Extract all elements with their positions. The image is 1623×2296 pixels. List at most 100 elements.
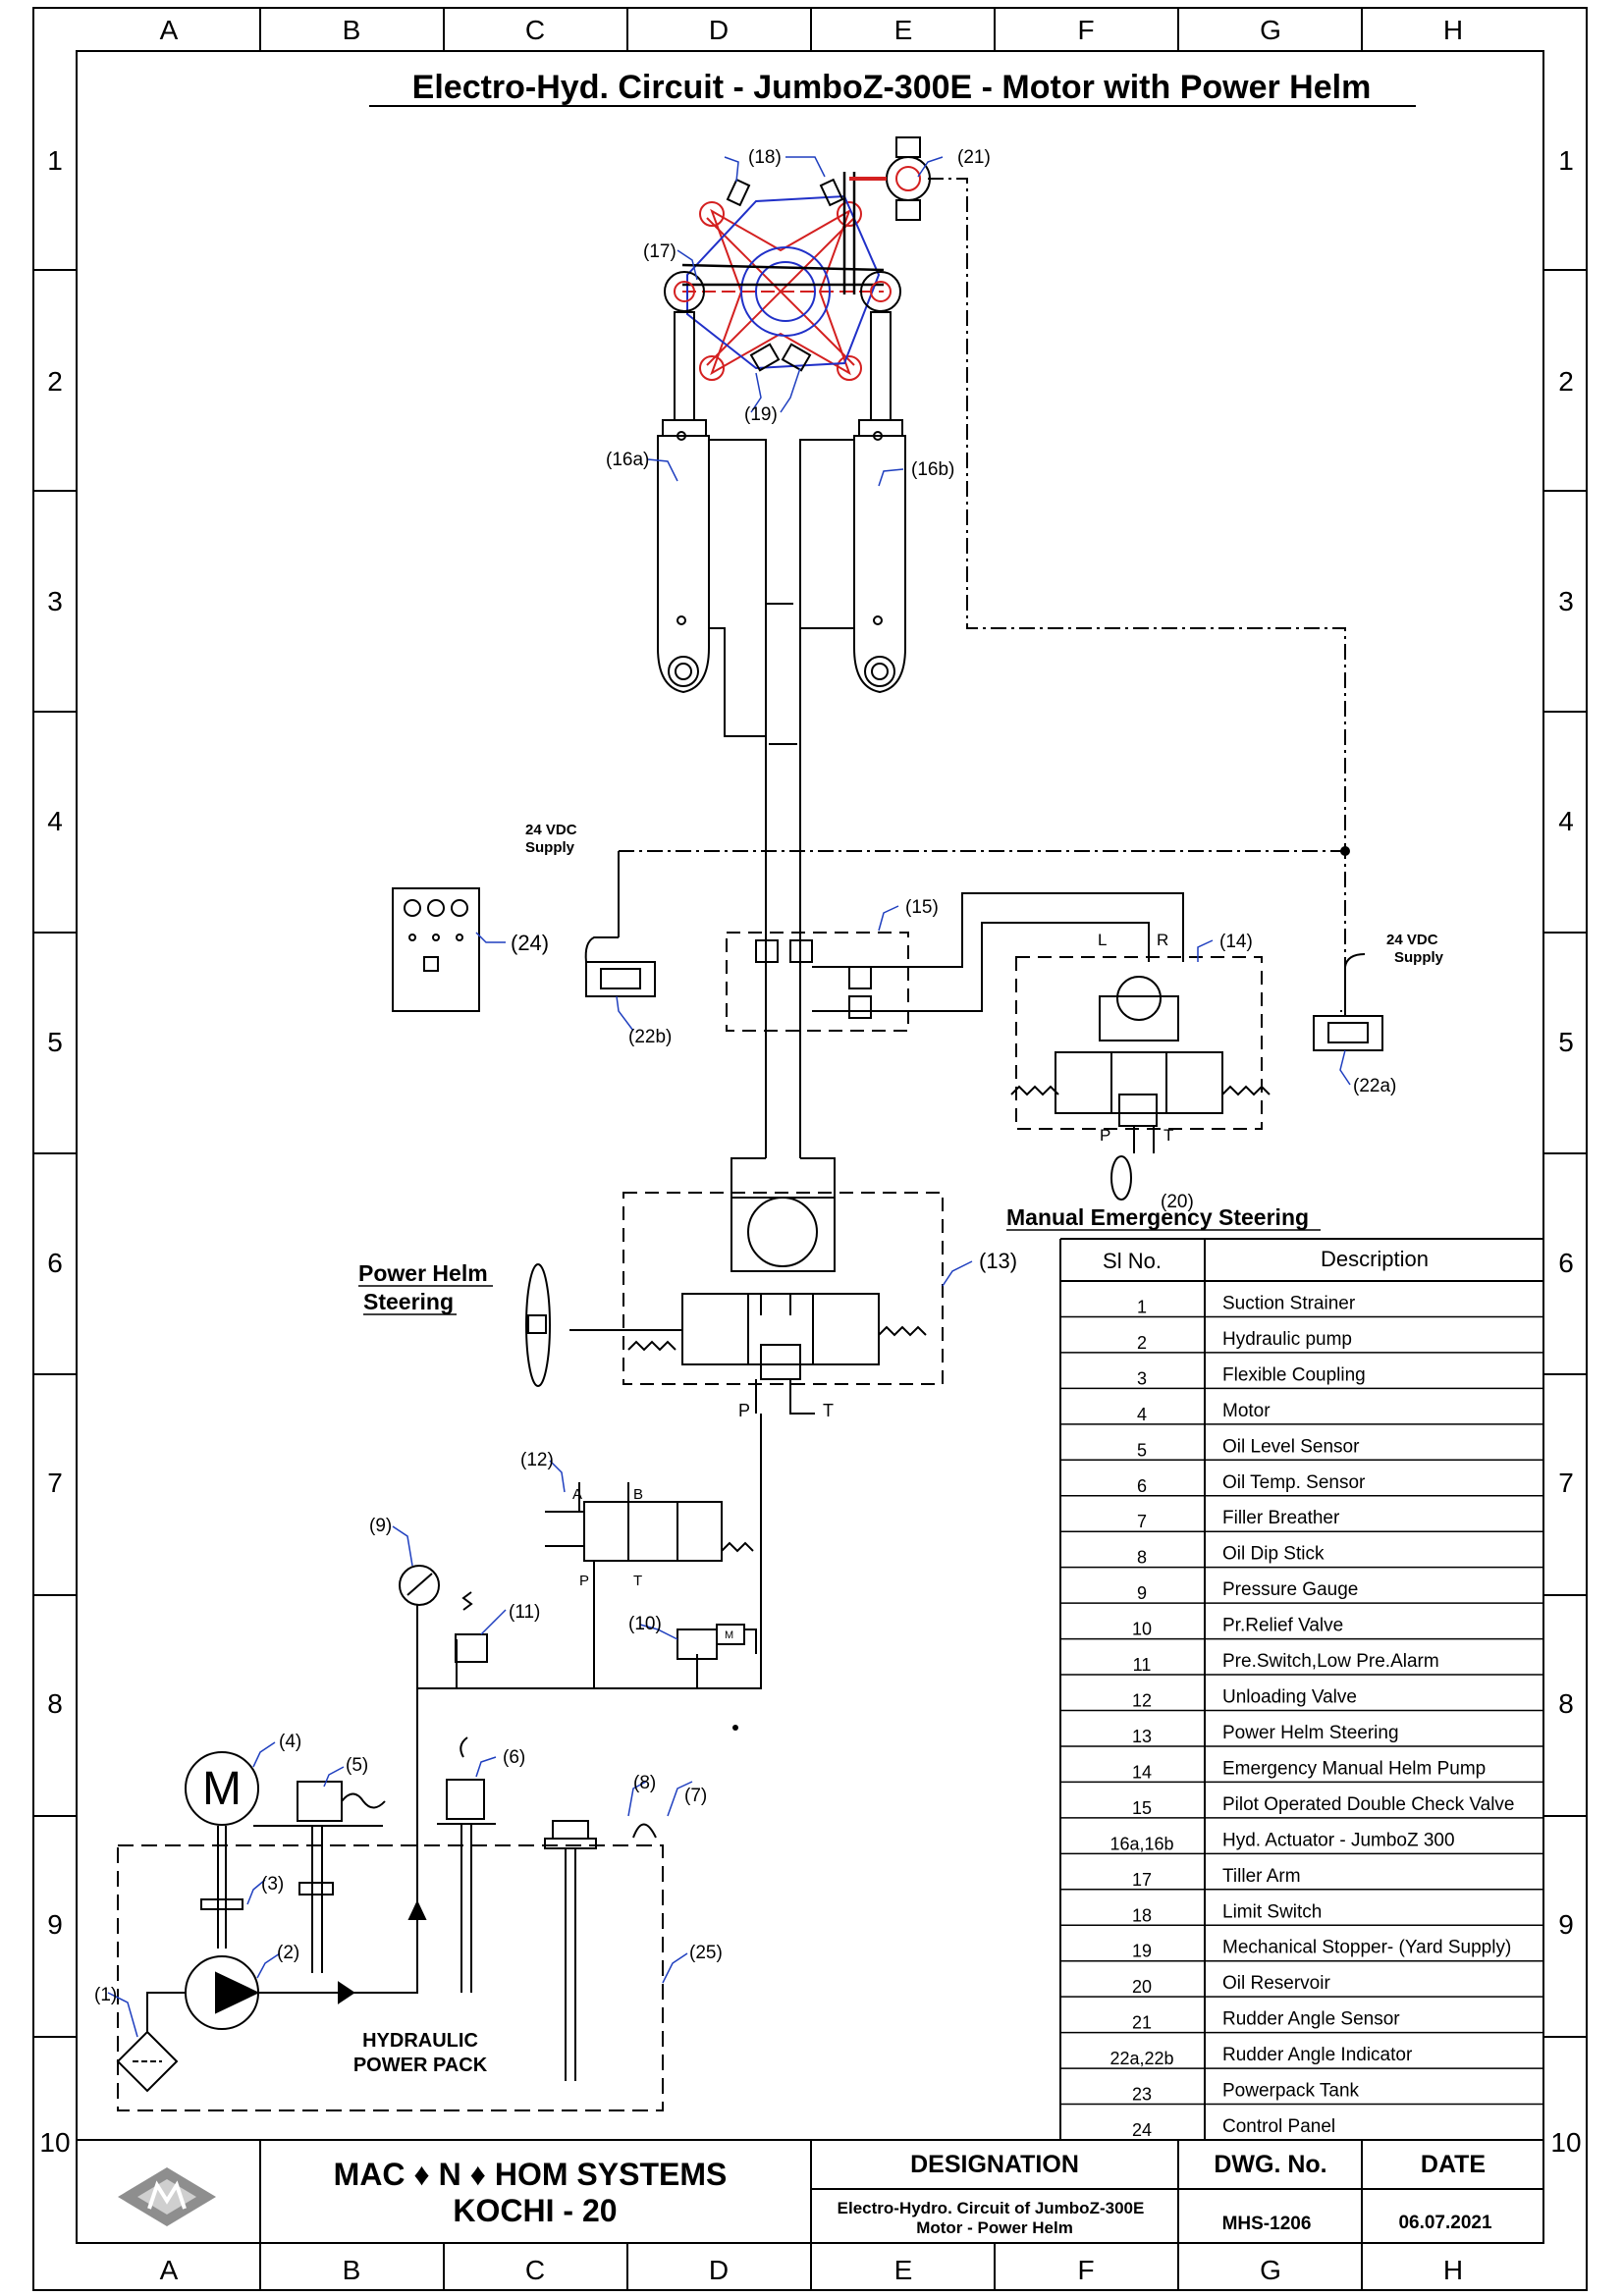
emergency-port-T: T xyxy=(1163,1126,1173,1145)
row-label-left: 2 xyxy=(47,366,63,397)
row-label-right: 7 xyxy=(1558,1468,1574,1498)
table-row: 5 Oil Level Sensor xyxy=(1060,1436,1543,1462)
callout-8: (8) xyxy=(633,1773,656,1793)
table-cell-slno: 12 xyxy=(1132,1691,1152,1711)
table-cell-slno: 23 xyxy=(1132,2085,1152,2105)
helm-port-P: P xyxy=(738,1401,750,1420)
col-label-bottom: B xyxy=(343,2255,361,2285)
callout-11: (11) xyxy=(509,1602,540,1623)
table-cell-description: Oil Level Sensor xyxy=(1222,1436,1360,1457)
table-row: 4 Motor xyxy=(1060,1401,1543,1425)
row-label-right: 9 xyxy=(1558,1909,1574,1940)
unload-port-P: P xyxy=(579,1573,589,1589)
row-label-left: 6 xyxy=(47,1248,63,1278)
row-label-right: 2 xyxy=(1558,366,1574,397)
table-cell-description: Oil Reservoir xyxy=(1222,1973,1330,1994)
table-cell-slno: 20 xyxy=(1132,1977,1152,1997)
table-cell-slno: 18 xyxy=(1132,1905,1152,1925)
table-cell-slno: 9 xyxy=(1137,1583,1147,1603)
callout-14: (14) xyxy=(1219,932,1253,952)
table-cell-description: Motor xyxy=(1222,1401,1271,1421)
table-header-description: Description xyxy=(1321,1247,1429,1271)
table-cell-description: Control Panel xyxy=(1222,2116,1335,2137)
actuator-16a xyxy=(657,311,710,694)
table-cell-description: Oil Dip Stick xyxy=(1222,1544,1325,1565)
col-label-top: G xyxy=(1260,15,1281,45)
company-name: MAC ♦ N ♦ HOM SYSTEMS xyxy=(334,2157,728,2192)
relief-valve-10 xyxy=(676,1624,757,1660)
electrical-lines xyxy=(619,178,1350,1012)
row-label-left: 1 xyxy=(47,145,63,176)
svg-text:M: M xyxy=(202,1763,242,1815)
row-label-left: 10 xyxy=(39,2127,70,2158)
table-cell-description: Hyd. Actuator - JumboZ 300 xyxy=(1222,1830,1455,1850)
callout-15: (15) xyxy=(905,897,939,918)
row-label-right: 6 xyxy=(1558,1248,1574,1278)
col-label-bottom: F xyxy=(1077,2255,1094,2285)
callout-22b: (22b) xyxy=(628,1027,672,1047)
row-label-left: 8 xyxy=(47,1688,63,1719)
supply-left-1: 24 VDC xyxy=(525,822,577,838)
helm-port-T: T xyxy=(823,1401,834,1420)
table-row: 13 Power Helm Steering xyxy=(1060,1723,1543,1747)
supply-left-2: Supply xyxy=(525,839,575,856)
power-helm-13 xyxy=(525,1157,944,1415)
table-cell-slno: 8 xyxy=(1137,1548,1147,1568)
col-label-top: H xyxy=(1443,15,1463,45)
callout-6: (6) xyxy=(503,1747,525,1768)
table-cell-slno: 11 xyxy=(1133,1655,1152,1675)
table-cell-description: Power Helm Steering xyxy=(1222,1723,1399,1743)
row-label-left: 9 xyxy=(47,1909,63,1940)
row-label-right: 4 xyxy=(1558,806,1574,836)
callout-17: (17) xyxy=(643,241,676,262)
table-cell-slno: 17 xyxy=(1132,1870,1152,1890)
date-label: DATE xyxy=(1421,2151,1486,2178)
port-L: L xyxy=(1098,931,1107,949)
callout-4: (4) xyxy=(279,1732,301,1752)
table-cell-description: Filler Breather xyxy=(1222,1508,1340,1528)
grid-labels: A B C D E F G H A B C D E F G H 1 2 3 4 … xyxy=(39,15,1581,2285)
table-cell-description: Pressure Gauge xyxy=(1222,1579,1358,1600)
company-logo xyxy=(118,2167,216,2226)
drawing-title: Electro-Hyd. Circuit - JumboZ-300E - Mot… xyxy=(412,69,1372,106)
tiller-assembly xyxy=(664,136,931,381)
table-cell-slno: 21 xyxy=(1132,2013,1152,2033)
col-label-bottom: H xyxy=(1443,2255,1463,2285)
table-cell-slno: 4 xyxy=(1137,1405,1147,1424)
callout-19: (19) xyxy=(744,404,778,425)
row-label-left: 7 xyxy=(47,1468,63,1498)
designation-line-1: Electro-Hydro. Circuit of JumboZ-300E xyxy=(838,2199,1145,2217)
table-cell-description: Pilot Operated Double Check Valve xyxy=(1222,1794,1514,1815)
col-label-top: C xyxy=(525,15,545,45)
power-helm-label-2: Steering xyxy=(363,1289,454,1314)
callout-1: (1) xyxy=(94,1985,117,2005)
indicator-22b xyxy=(584,936,656,997)
col-label-top: A xyxy=(160,15,179,45)
callout-22a: (22a) xyxy=(1353,1076,1396,1096)
table-cell-slno: 10 xyxy=(1132,1620,1152,1639)
row-label-right: 8 xyxy=(1558,1688,1574,1719)
emergency-port-P: P xyxy=(1100,1126,1110,1145)
title-block: MAC ♦ N ♦ HOM SYSTEMS KOCHI - 20 DESIGNA… xyxy=(77,2139,1543,2243)
table-cell-description: Hydraulic pump xyxy=(1222,1329,1352,1350)
callout-18: (18) xyxy=(748,147,782,168)
table-cell-slno: 6 xyxy=(1137,1476,1147,1496)
row-label-right: 10 xyxy=(1550,2127,1581,2158)
callout-labels: (18) (21) (17) (19) (16a) (16b) (15) (14… xyxy=(94,147,1396,2005)
col-label-bottom: D xyxy=(709,2255,729,2285)
callout-24: (24) xyxy=(511,931,549,955)
callout-20: (20) xyxy=(1161,1192,1194,1212)
pressure-gauge-9 xyxy=(399,1565,440,1606)
table-cell-slno: 5 xyxy=(1137,1440,1147,1460)
control-panel-24 xyxy=(392,887,480,1012)
table-cell-description: Flexible Coupling xyxy=(1222,1364,1366,1385)
table-cell-description: Mechanical Stopper- (Yard Supply) xyxy=(1222,1938,1511,1958)
